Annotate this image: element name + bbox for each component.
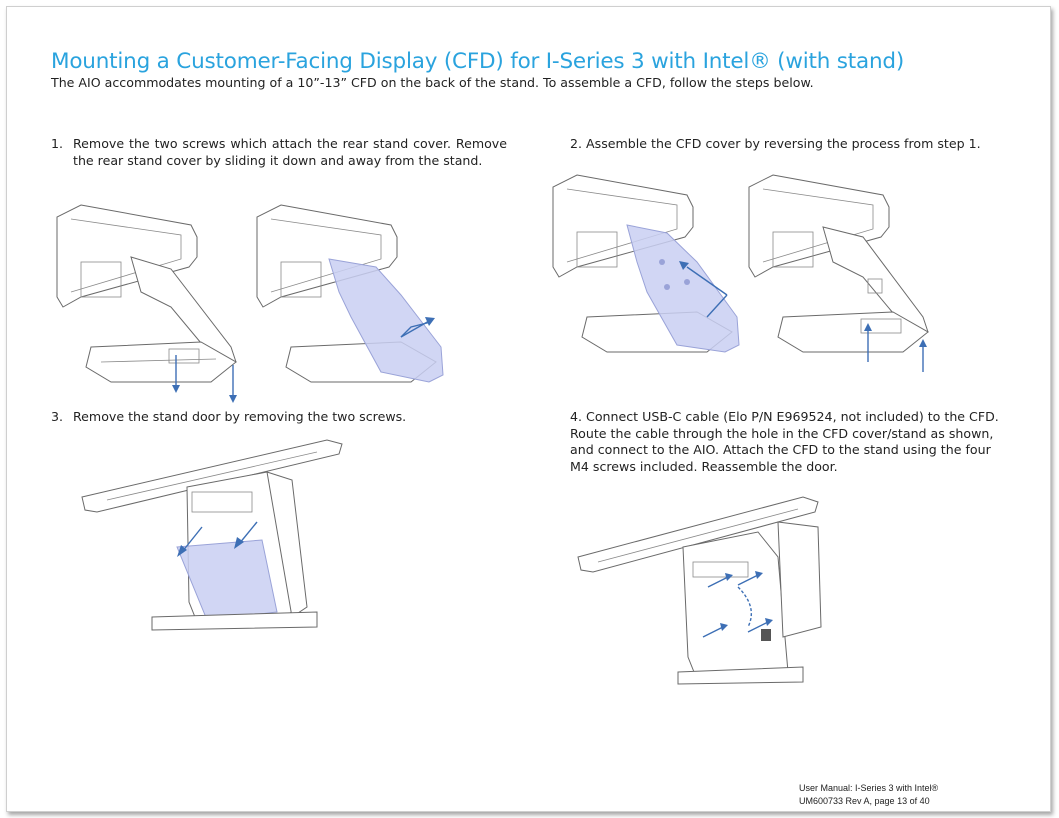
step-3-number: 3. xyxy=(51,409,64,424)
page-title: Mounting a Customer-Facing Display (CFD)… xyxy=(51,49,905,74)
step-4: 4. Connect USB-C cable (Elo P/N E969524,… xyxy=(570,409,1000,475)
step-1-text: Remove the two screws which attach the r… xyxy=(73,136,507,168)
footer-revision-page: UM600733 Rev A, page 13 of 40 xyxy=(799,796,930,806)
page-footer: User Manual: I-Series 3 with Intel® UM60… xyxy=(799,782,938,808)
footer-manual-title: User Manual: I-Series 3 with Intel® xyxy=(799,783,939,793)
step-2-illustration-cover-assembled xyxy=(748,174,929,372)
step-2-illustration-cover-assembling xyxy=(552,174,740,353)
step-1-illustration-cover-on xyxy=(56,204,237,403)
intro-paragraph: The AIO accommodates mounting of a 10”-1… xyxy=(51,75,814,90)
step-3-illustration-stand-door xyxy=(81,439,343,631)
step-4-number: 4. xyxy=(570,409,583,424)
step-2-number: 2. xyxy=(570,136,583,151)
step-3-text: Remove the stand door by removing the tw… xyxy=(73,409,407,424)
step-1-illustration-cover-removed xyxy=(256,204,444,383)
step-1: 1. Remove the two screws which attach th… xyxy=(51,136,507,169)
step-2-text: Assemble the CFD cover by reversing the … xyxy=(586,136,981,151)
step-4-illustration-cfd-connected xyxy=(577,496,822,685)
step-2: 2. Assemble the CFD cover by reversing t… xyxy=(570,136,1010,153)
step-3: 3. Remove the stand door by removing the… xyxy=(51,409,471,426)
document-page: Mounting a Customer-Facing Display (CFD)… xyxy=(6,6,1051,812)
step-1-number: 1. xyxy=(51,136,64,151)
step-4-text: Connect USB-C cable (Elo P/N E969524, no… xyxy=(570,409,999,474)
